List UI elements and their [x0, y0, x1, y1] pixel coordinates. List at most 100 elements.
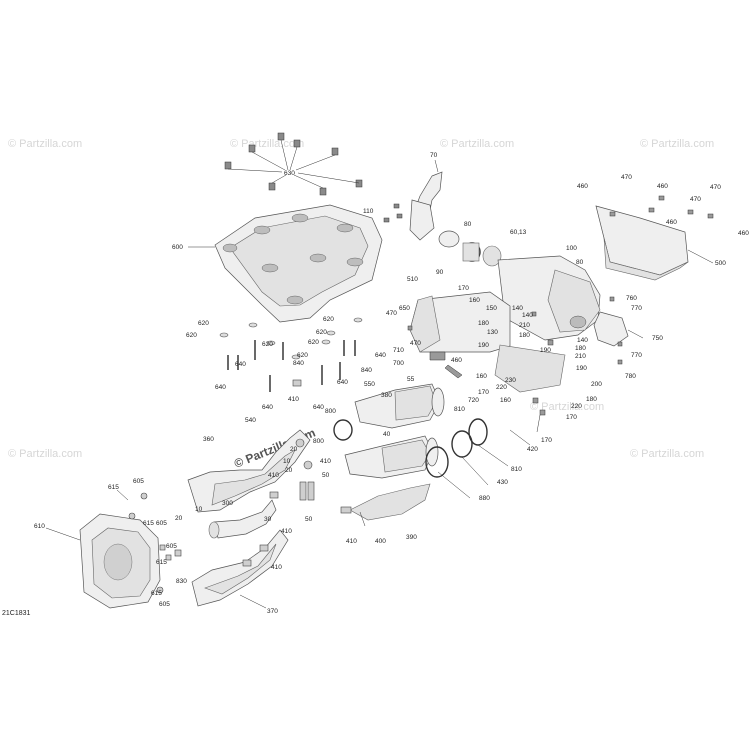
pipe-300-icon	[208, 499, 277, 539]
callout-800-a: 800	[325, 408, 336, 415]
callout-410-e: 410	[281, 528, 292, 535]
callout-640-a: 640	[235, 361, 246, 368]
callout-80-lower: 80	[576, 259, 584, 266]
callout-880: 880	[479, 495, 490, 502]
callout-140-a: 140	[512, 305, 523, 312]
callout-50-b: 50	[305, 516, 313, 523]
callout-20-a: 20	[290, 446, 298, 453]
callout-70: 70	[430, 152, 438, 159]
watermark-top-right: © Partzilla.com	[640, 138, 714, 150]
callout-610: 610	[34, 523, 45, 530]
callout-130: 130	[487, 329, 498, 336]
callout-labels: 630 600 70 110 80 60,13 100 90 80 510 17…	[34, 152, 749, 615]
callout-160-b: 160	[476, 373, 487, 380]
tail-tip-750-icon	[593, 311, 629, 347]
callout-180-d: 180	[586, 396, 597, 403]
callout-460-r2: 460	[657, 183, 668, 190]
small-hardware-icon	[407, 195, 714, 416]
callout-615-d: 615	[151, 590, 162, 597]
callout-770-b: 770	[631, 352, 642, 359]
callout-640-e: 640	[375, 352, 386, 359]
callout-630: 630	[284, 170, 295, 177]
watermark-top-left: © Partzilla.com	[8, 138, 82, 150]
callout-615-b: 615	[143, 520, 154, 527]
studs-640-icon	[227, 340, 356, 392]
callout-140-c: 140	[577, 337, 588, 344]
clamp-rings-icon	[333, 418, 488, 478]
callout-810-a: 810	[454, 406, 465, 413]
callout-620-e: 620	[262, 341, 273, 348]
callout-460-r1: 460	[577, 183, 588, 190]
callout-510: 510	[407, 276, 418, 283]
callout-180-c: 180	[575, 345, 586, 352]
callout-10-b: 10	[195, 506, 203, 513]
callout-460-r4: 460	[738, 230, 749, 237]
callout-640-f: 640	[337, 379, 348, 386]
watermark-top-center-left: © Partzilla.com	[230, 138, 304, 150]
callout-470-r1: 470	[621, 174, 632, 181]
callout-300: 300	[222, 500, 233, 507]
callout-210-b: 210	[575, 353, 586, 360]
washers-620-icon	[219, 317, 363, 360]
callout-640-b: 640	[215, 384, 226, 391]
callout-170-c: 170	[566, 414, 577, 421]
watermark-top-center-right: © Partzilla.com	[440, 138, 514, 150]
callout-410-a: 410	[288, 396, 299, 403]
callout-30: 30	[264, 516, 272, 523]
nuts-630-icon	[224, 132, 363, 196]
callout-180-a: 180	[478, 320, 489, 327]
callout-710: 710	[393, 347, 404, 354]
callout-190-b: 190	[540, 347, 551, 354]
callout-170-b: 170	[478, 389, 489, 396]
callout-720: 720	[468, 397, 479, 404]
callout-615-a: 615	[108, 484, 119, 491]
callout-620-b: 620	[186, 332, 197, 339]
bracket-70-icon	[383, 171, 443, 241]
callout-760: 760	[626, 295, 637, 302]
callout-180-b: 180	[519, 332, 530, 339]
callout-150: 150	[486, 305, 497, 312]
callout-40: 40	[383, 431, 391, 438]
callout-550: 550	[364, 381, 375, 388]
callout-410-c: 410	[268, 472, 279, 479]
callout-470-a: 470	[386, 310, 397, 317]
catalyst-40-icon	[344, 435, 439, 479]
callout-540: 540	[245, 417, 256, 424]
shield-500-icon	[595, 205, 689, 281]
callout-810-b: 810	[511, 466, 522, 473]
callout-620-c: 620	[323, 316, 334, 323]
watermark-mid-left: © Partzilla.com	[8, 448, 82, 460]
callout-55: 55	[407, 376, 415, 383]
clamps-410-icon	[128, 379, 352, 594]
callout-470-b: 470	[410, 340, 421, 347]
callout-840-a: 840	[293, 360, 304, 367]
callout-410-b: 410	[320, 458, 331, 465]
callout-360: 360	[203, 436, 214, 443]
callout-650: 650	[399, 305, 410, 312]
callout-470-r3: 470	[690, 196, 701, 203]
callout-430: 430	[497, 479, 508, 486]
callout-770-a: 770	[631, 305, 642, 312]
callout-190-a: 190	[478, 342, 489, 349]
callout-80-upper: 80	[464, 221, 472, 228]
manifold-360-icon	[187, 429, 311, 513]
callout-640-c: 640	[262, 404, 273, 411]
callout-170-a: 170	[458, 285, 469, 292]
callout-380: 380	[381, 392, 392, 399]
callout-615-c: 615	[156, 559, 167, 566]
callout-140-b: 140	[522, 312, 533, 319]
shield-610-icon	[79, 513, 161, 609]
callout-620-f: 620	[308, 339, 319, 346]
callout-500: 500	[715, 260, 726, 267]
callout-400: 400	[375, 538, 386, 545]
watermark-mid-right: © Partzilla.com	[630, 448, 704, 460]
callout-50-a: 50	[322, 472, 330, 479]
callout-230: 230	[505, 377, 516, 384]
callout-640-d: 640	[313, 404, 324, 411]
callout-170-d: 170	[541, 437, 552, 444]
callout-780: 780	[625, 373, 636, 380]
callout-100: 100	[566, 245, 577, 252]
callout-750: 750	[652, 335, 663, 342]
callout-390: 390	[406, 534, 417, 541]
callout-620-d: 620	[316, 329, 327, 336]
